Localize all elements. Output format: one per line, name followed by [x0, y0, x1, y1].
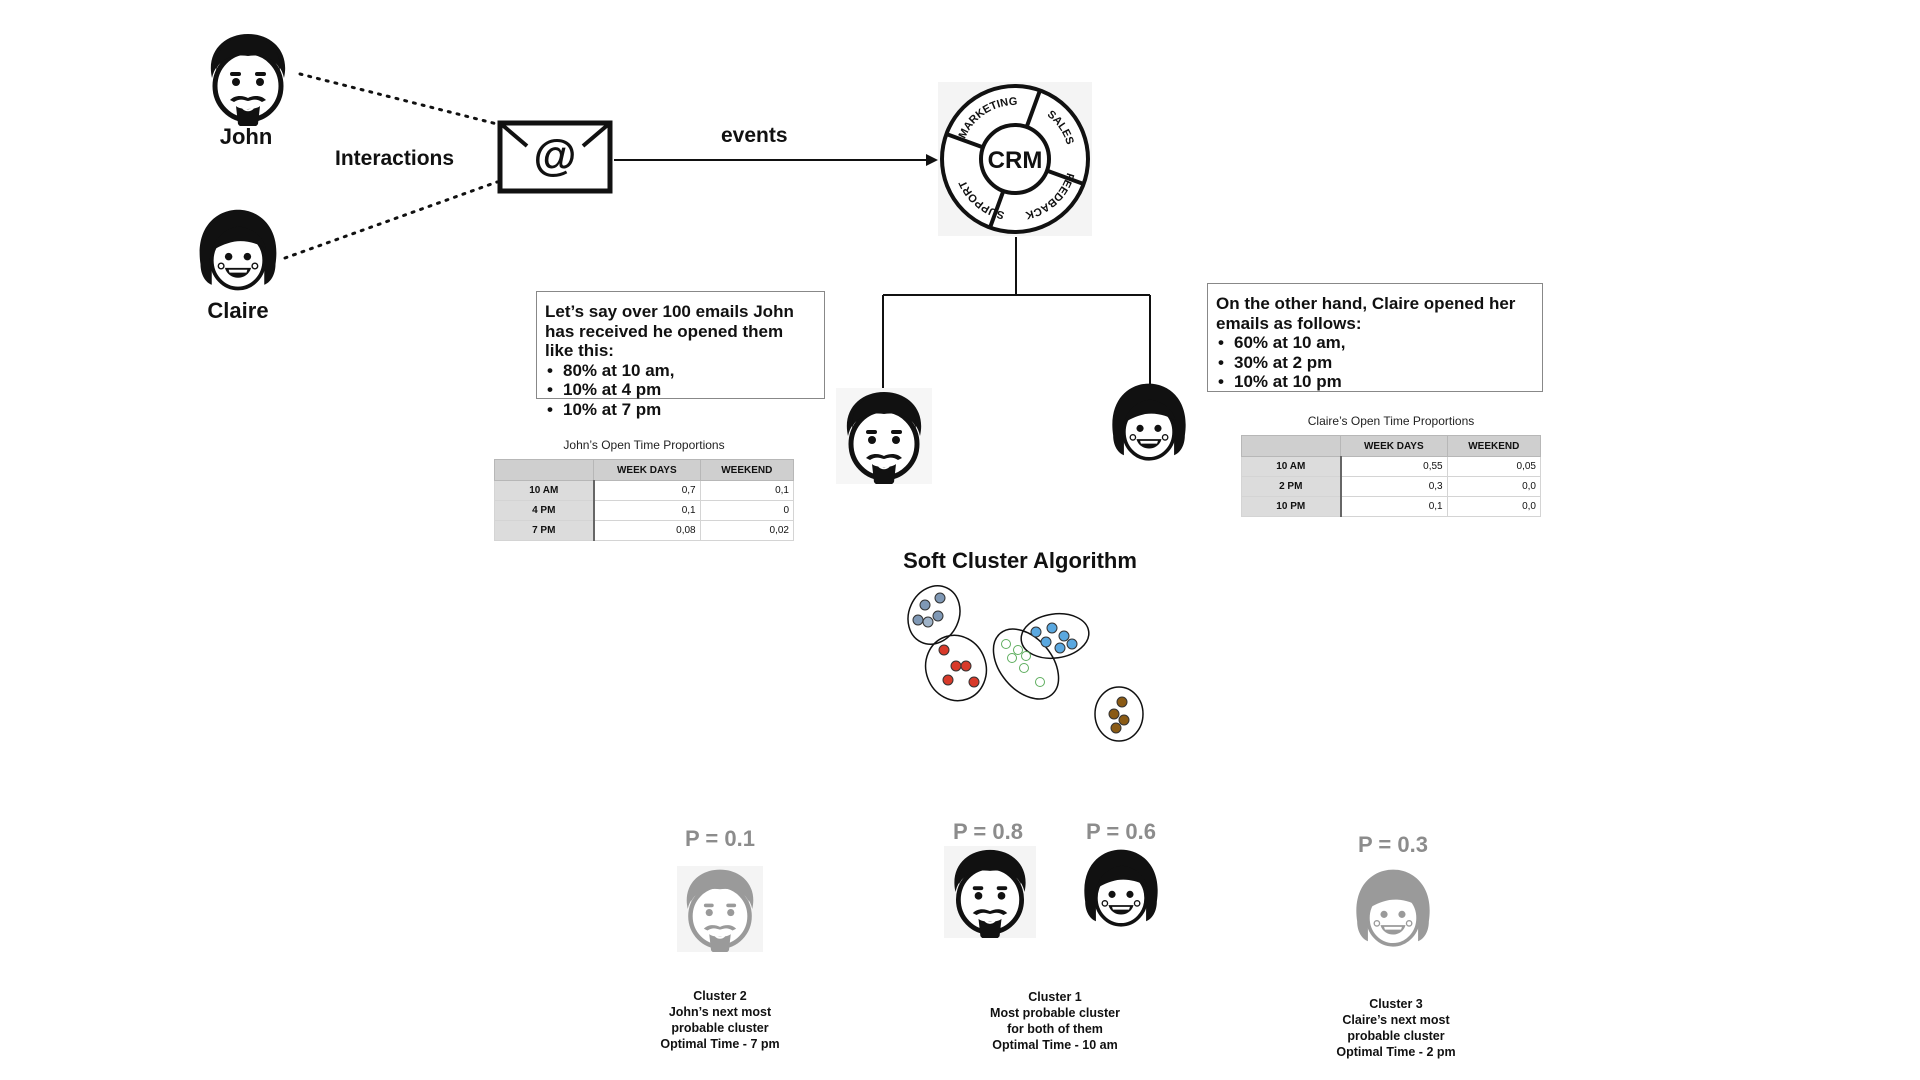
john-label: John: [219, 124, 273, 149]
table-row: 10 AM 0,55 0,05: [1241, 456, 1542, 477]
email-envelope-icon: @: [497, 120, 613, 194]
probability-cluster3: P = 0.3: [1358, 832, 1428, 857]
list-item: 10% at 10 pm: [1234, 372, 1534, 392]
john-box-list: 80% at 10 am, 10% at 4 pm 10% at 7 pm: [545, 361, 816, 420]
cluster2-label: Cluster 2 John’s next most probable clus…: [660, 989, 780, 1051]
table-row: 10 PM 0,1 0,0: [1241, 496, 1542, 517]
table-header: WEEKEND: [699, 459, 795, 481]
john-branch-avatar-icon: [836, 388, 932, 484]
claire-faded-avatar-icon: [1354, 867, 1432, 947]
john-description-box: Let’s say over 100 emails John has recei…: [536, 291, 825, 419]
john-box-intro: Let’s say over 100 emails John has recei…: [545, 302, 794, 360]
list-item: 60% at 10 am,: [1234, 333, 1534, 353]
john-cluster1-avatar-icon: [944, 846, 1036, 938]
probability-john-cluster1: P = 0.8: [953, 819, 1023, 844]
claire-cluster1-avatar-icon: [1082, 847, 1160, 927]
svg-text:@: @: [534, 131, 577, 180]
table-row: 7 PM 0,08 0,02: [494, 520, 795, 541]
events-arrowhead: [926, 154, 938, 166]
john-avatar-icon: [200, 30, 296, 126]
cluster1-label: Cluster 1 Most probable cluster for both…: [990, 990, 1120, 1052]
list-item: 80% at 10 am,: [563, 361, 816, 381]
interactions-label: Interactions: [335, 147, 455, 170]
table-row: 10 AM 0,7 0,1: [494, 480, 795, 501]
claire-branch-avatar-icon: [1110, 381, 1188, 461]
john-proportions-table: WEEK DAYS WEEKEND 10 AM 0,7 0,1 4 PM 0,1…: [494, 459, 795, 541]
table-header: WEEKEND: [1446, 435, 1542, 457]
table-header: WEEK DAYS: [593, 459, 701, 481]
claire-label: Claire: [207, 298, 269, 323]
claire-box-list: 60% at 10 am, 30% at 2 pm 10% at 10 pm: [1216, 333, 1534, 392]
john-faded-avatar-icon: [677, 866, 763, 952]
claire-box-intro: On the other hand, Claire opened her ema…: [1216, 294, 1516, 333]
claire-proportions-table: WEEK DAYS WEEKEND 10 AM 0,55 0,05 2 PM 0…: [1241, 435, 1542, 517]
probability-cluster2: P = 0.1: [685, 826, 755, 851]
crm-center-label: CRM: [988, 147, 1043, 174]
algorithm-title: Soft Cluster Algorithm: [903, 548, 1137, 573]
john-dotted-link: [298, 72, 499, 126]
list-item: 30% at 2 pm: [1234, 353, 1534, 373]
probability-claire-cluster1: P = 0.6: [1086, 819, 1156, 844]
cluster-scatter-illustration: [907, 585, 1144, 742]
list-item: 10% at 7 pm: [563, 400, 816, 420]
cluster3-label: Cluster 3 Claire’s next most probable cl…: [1336, 997, 1456, 1059]
claire-avatar-icon: [197, 207, 279, 291]
john-table-caption: John’s Open Time Proportions: [563, 438, 725, 452]
events-label: events: [721, 124, 788, 147]
claire-table-caption: Claire’s Open Time Proportions: [1307, 414, 1475, 428]
table-header: WEEK DAYS: [1340, 435, 1448, 457]
cluster-brown: [1094, 686, 1144, 742]
crm-cycle-icon: MARKETING SALES FEEDBACK SUPPORT CRM: [938, 82, 1092, 236]
table-row: 4 PM 0,1 0: [494, 500, 795, 521]
cluster-steel: [907, 585, 961, 645]
table-header: [1241, 435, 1341, 457]
claire-dotted-link: [283, 180, 499, 260]
claire-description-box: On the other hand, Claire opened her ema…: [1207, 283, 1543, 392]
cluster-red: [924, 634, 988, 702]
table-header: [494, 459, 594, 481]
list-item: 10% at 4 pm: [563, 380, 816, 400]
table-row: 2 PM 0,3 0,0: [1241, 476, 1542, 497]
cluster-blue: [1020, 612, 1090, 660]
